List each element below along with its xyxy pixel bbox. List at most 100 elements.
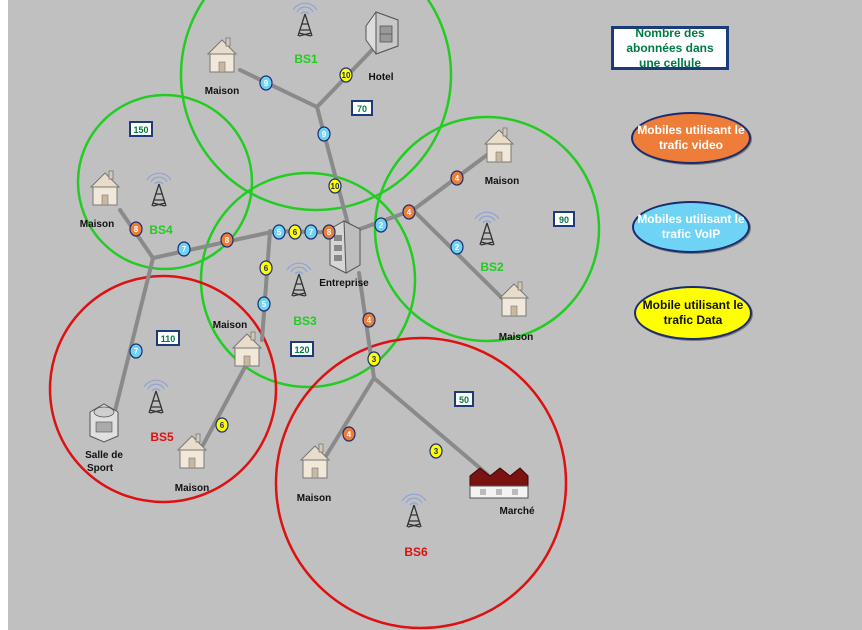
network-svg: BS1 BS4 BS3 BS2 BS5 BS6 Maison [48,0,601,630]
traffic-count: 3 [434,447,439,456]
link-line [324,376,376,458]
traffic-badge-data: 6 [215,417,229,433]
building-label: Maison [485,176,519,187]
link-line [372,376,496,482]
tower-icon [143,379,169,414]
bs-label: BS6 [404,545,428,559]
house-icon [177,433,207,469]
traffic-count: 10 [342,71,351,80]
traffic-badge-voip: 2 [374,217,388,233]
legend-data: Mobile utilisant le trafic Data [634,286,752,340]
traffic-count: 7 [309,228,314,237]
building-label: Salle de [85,450,123,461]
traffic-count: 2 [455,243,460,252]
bs-label: BS5 [150,430,174,444]
traffic-count: 7 [182,245,187,254]
traffic-count: 4 [347,430,352,439]
subscriber-count-box: 150 [129,121,153,137]
tower-icon [292,2,318,37]
traffic-count: 8 [134,225,139,234]
house-icon [207,37,237,73]
enterprise-icon [329,220,361,274]
traffic-badge-voip: 7 [177,241,191,257]
link-line [112,256,155,417]
traffic-badge-video: 4 [402,204,416,220]
subscriber-count: 50 [459,395,469,405]
traffic-count: 9 [264,79,269,88]
building-label: Hotel [369,72,394,83]
traffic-badge-video: 4 [362,312,376,328]
market-icon [469,467,529,499]
diagram-canvas: BS1 BS4 BS3 BS2 BS5 BS6 Maison [8,0,862,630]
traffic-count: 4 [367,316,372,325]
bs-label: BS1 [294,52,318,66]
traffic-badge-video: 4 [450,170,464,186]
cell-bs1 [179,0,453,212]
building-label: Maison [205,86,239,97]
hotel-icon [365,11,399,55]
building-label: Sport [87,463,114,474]
cell-bs5 [48,274,278,504]
subscriber-count-box: 110 [156,330,180,346]
traffic-badge-data: 6 [288,224,302,240]
bs-label: BS3 [293,314,317,328]
tower-icon [474,211,500,246]
traffic-badge-voip: 7 [129,343,143,359]
house-icon [300,443,330,479]
traffic-badge-voip: 5 [272,224,286,240]
cell-circles [48,0,601,630]
legend-subscriber-box: Nombre des abonnées dans une cellule [611,26,729,70]
traffic-badge-data: 3 [429,443,443,459]
link-line [201,365,247,447]
traffic-count: 10 [331,182,340,191]
building-label: Maison [80,219,114,230]
cell-bs3 [199,171,417,389]
sport-hall-icon [89,403,119,443]
traffic-badge-video: 4 [342,426,356,442]
subscriber-count-box: 50 [454,391,474,407]
traffic-count: 4 [407,208,412,217]
tower-icon [401,493,427,528]
house-icon [232,331,262,367]
cell-bs4 [76,93,254,271]
traffic-badge-voip: 9 [317,126,331,142]
traffic-count: 9 [322,130,327,139]
subscriber-count: 90 [559,215,569,225]
traffic-badge-video: 8 [220,232,234,248]
traffic-badge-voip: 2 [450,239,464,255]
house-icon [499,281,529,317]
building-label: Maison [297,493,331,504]
building-label: Marché [499,506,534,517]
traffic-count: 6 [220,421,225,430]
traffic-badge-data: 6 [259,260,273,276]
traffic-count: 2 [379,221,384,230]
subscriber-count-box: 70 [351,100,373,116]
bs-label: BS2 [480,260,504,274]
cell-bs2 [373,115,601,343]
base-stations: BS1 BS4 BS3 BS2 BS5 BS6 [143,2,504,559]
traffic-badge-voip: 7 [304,224,318,240]
subscriber-count: 70 [357,104,367,114]
subscriber-count-box: 120 [290,341,314,357]
house-icon [484,127,514,163]
traffic-count: 6 [293,228,298,237]
traffic-count: 3 [372,355,377,364]
traffic-badge-video: 8 [129,221,143,237]
link-line [411,208,506,302]
house-icon [90,170,120,206]
traffic-badge-data: 3 [367,351,381,367]
traffic-badge-video: 8 [322,224,336,240]
subscriber-count: 120 [294,345,309,355]
traffic-count: 7 [134,347,139,356]
building-label: Maison [499,332,533,343]
subscriber-count-box: 90 [553,211,575,227]
legend-voip: Mobiles utilisant le trafic VoIP [632,201,750,253]
traffic-badge-data: 10 [328,178,342,194]
legend-video: Mobiles utilisant le trafic video [631,112,751,164]
traffic-count: 6 [264,264,269,273]
link-line [411,153,489,212]
traffic-badge-data: 10 [339,67,353,83]
traffic-count: 5 [262,300,267,309]
